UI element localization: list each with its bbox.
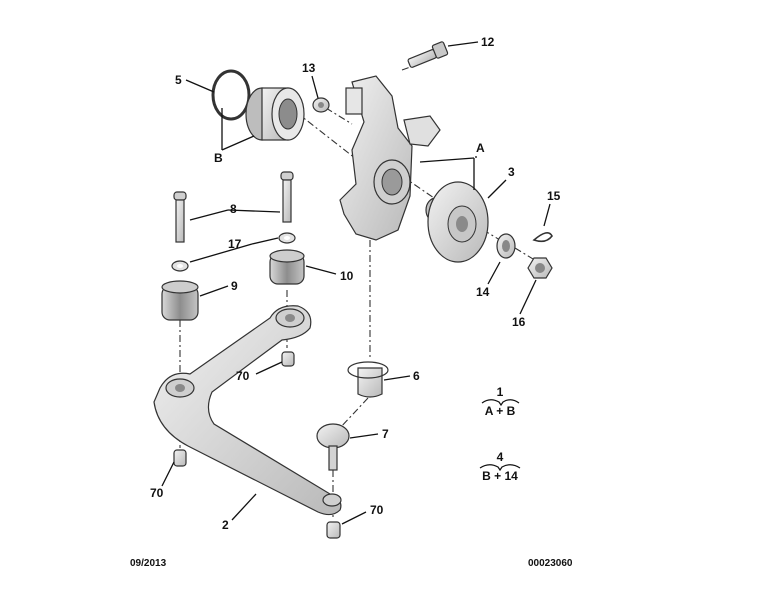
legend-1-bottom: A + B [485,404,516,418]
label-6: 6 [413,369,420,383]
label-3: 3 [508,165,515,179]
nuts-70 [173,351,341,539]
label-7: 7 [382,427,389,441]
footer-reference: 00023060 [528,558,573,569]
nut-13 [312,97,330,113]
label-70-upper: 70 [236,369,250,383]
leader-lines [161,41,551,525]
legend-4-bottom: B + 14 [482,469,518,483]
washers-17 [171,232,296,272]
label-14: 14 [476,285,490,299]
bush-10 [269,249,305,285]
label-10: 10 [340,269,354,283]
bolt-12 [407,41,449,68]
washer-14 [496,233,516,259]
label-12: 12 [481,35,495,49]
split-pin-15 [532,232,553,243]
label-9: 9 [231,279,238,293]
label-2: 2 [222,518,229,532]
label-70-right: 70 [370,503,384,517]
steering-knuckle [339,75,441,241]
label-16: 16 [512,315,526,329]
label-B: B [214,151,223,165]
hub-bearing [245,87,305,141]
label-13: 13 [302,61,316,75]
legend-group-1: 1 A + B [481,385,520,418]
label-8: 8 [230,202,237,216]
legend-group-4: 4 B + 14 [479,450,521,483]
circlip-5 [211,69,251,121]
label-A: A [476,141,485,155]
label-70-left: 70 [150,486,164,500]
label-15: 15 [547,189,561,203]
bolts-8 [173,171,294,243]
castle-nut-16 [527,257,553,279]
legend-4-top: 4 [497,450,504,464]
footer-date: 09/2013 [130,558,167,569]
clamp-6 [347,361,389,398]
wheel-hub-3 [425,181,489,263]
ball-joint-7 [316,423,350,471]
label-17: 17 [228,237,242,251]
part-number-labels: 12 13 5 A B 3 15 8 17 9 10 14 16 70 6 7 … [150,35,561,532]
label-5: 5 [175,73,182,87]
lower-control-arm-2 [153,305,342,516]
bush-9 [161,280,199,321]
legend-1-top: 1 [497,385,504,399]
